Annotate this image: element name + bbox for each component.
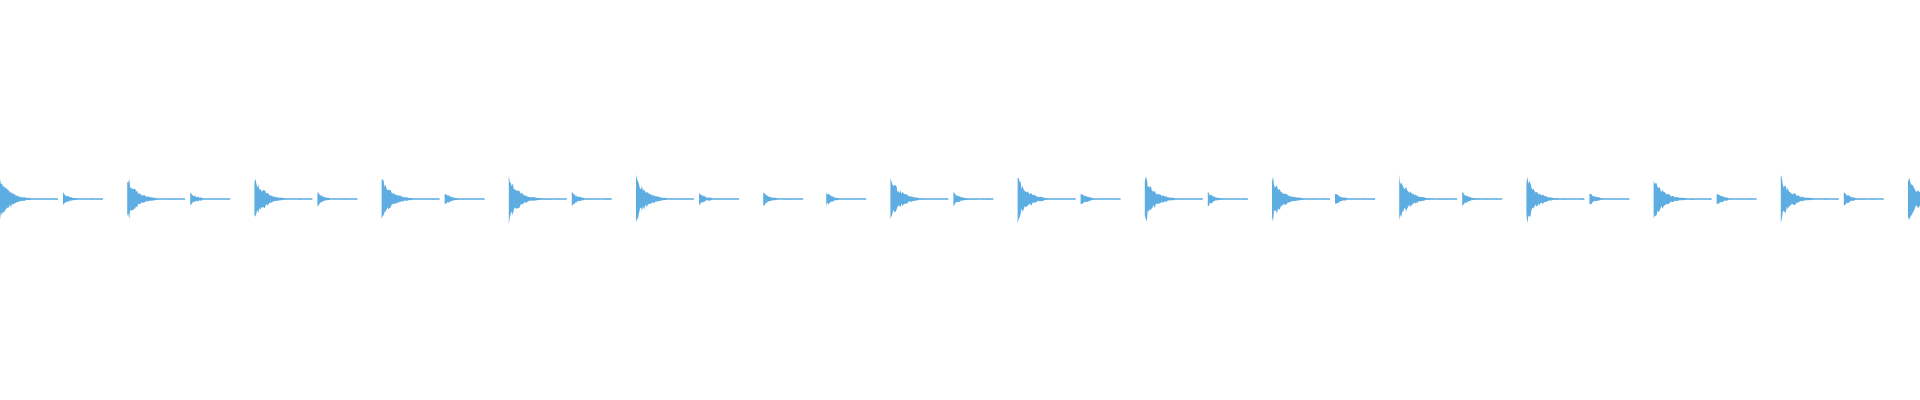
waveform-secondary-hit [763,192,804,207]
waveform-secondary-hit [826,191,867,207]
waveform-accent-hit [1272,176,1330,222]
waveform-accent-hit [127,179,186,220]
waveform-secondary-hit [444,194,485,204]
waveform-secondary-hit [1716,194,1757,205]
waveform-accent-hit [1144,176,1203,222]
waveform-secondary-hit [1080,194,1121,205]
waveform-secondary-hit [1462,191,1503,207]
waveform-secondary-hit [317,192,358,207]
waveform-accent-hit [0,179,58,220]
waveform-secondary-hit [1335,193,1375,204]
waveform-accent-hit [636,174,694,223]
waveform-accent-hit [1653,180,1712,219]
waveform-secondary-hit [1589,193,1630,205]
waveform-accent-hit [1017,177,1076,224]
waveform-accent-hit [1399,174,1458,221]
waveform-secondary-hit [699,193,739,205]
waveform-accent-hit [381,179,440,219]
waveform-accent-hit [890,177,949,219]
waveform-secondary-hit [1207,191,1248,207]
waveform-accent-hit [1780,174,1839,223]
waveform-accent-hit [1908,177,1920,221]
waveform-secondary-hit [190,192,231,205]
waveform-accent-hit [508,175,567,225]
waveform-secondary-hit [571,192,612,207]
waveform-secondary-hit [1843,192,1884,206]
waveform-accent-hit [1526,176,1585,224]
waveform-accent-hit [254,178,313,217]
waveform-secondary-hit [63,192,103,206]
waveform-secondary-hit [953,192,994,206]
